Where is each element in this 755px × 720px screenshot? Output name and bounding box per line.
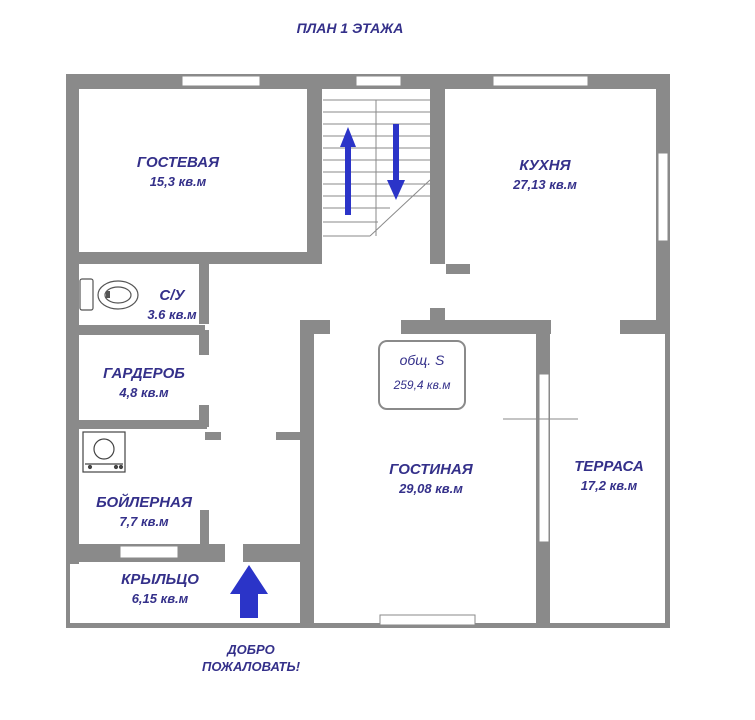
room-label-wardrobe: ГАРДЕРОБ 4,8 кв.м — [103, 364, 185, 402]
total-area-box: общ. S 259,4 кв.м — [378, 340, 466, 410]
room-name: ГАРДЕРОБ — [103, 365, 185, 382]
stair-up-arrow-icon — [340, 127, 356, 215]
room-area: 17,2 кв.м — [580, 478, 638, 493]
windows — [119, 75, 669, 626]
room-label-boiler: БОЙЛЕРНАЯ 7,7 кв.м — [96, 493, 192, 531]
room-area: 27,13 кв.м — [513, 177, 577, 192]
total-area-label: общ. S — [399, 352, 445, 368]
room-name: С/У — [159, 287, 185, 304]
room-area: 4,8 кв.м — [119, 385, 169, 400]
room-name: КУХНЯ — [519, 157, 571, 174]
room-name: ГОСТЕВАЯ — [136, 154, 220, 171]
room-name: ТЕРРАСА — [574, 458, 644, 475]
welcome-text: ДОБРО ПОЖАЛОВАТЬ! — [202, 641, 300, 675]
room-label-terrace: ТЕРРАСА 17,2 кв.м — [574, 457, 644, 495]
room-name: ГОСТИНАЯ — [389, 461, 473, 478]
room-label-porch: КРЫЛЬЦО 6,15 кв.м — [121, 570, 199, 608]
welcome-line-2: ПОЖАЛОВАТЬ! — [201, 659, 301, 674]
total-area-value: 259,4 кв.м — [393, 378, 451, 392]
room-label-bathroom: С/У 3.6 кв.м — [147, 286, 196, 324]
room-area: 3.6 кв.м — [147, 307, 197, 322]
room-label-guest: ГОСТЕВАЯ 15,3 кв.м — [137, 153, 219, 191]
welcome-line-1: ДОБРО — [227, 642, 275, 657]
toilet-icon — [79, 278, 139, 311]
room-label-kitchen: КУХНЯ 27,13 кв.м — [513, 156, 577, 194]
room-name: БОЙЛЕРНАЯ — [96, 494, 192, 511]
entrance-arrow-icon — [230, 565, 268, 618]
stairs — [323, 99, 431, 237]
stair-down-arrow-icon — [387, 124, 405, 200]
room-name: КРЫЛЬЦО — [121, 571, 199, 588]
room-area: 29,08 кв.м — [399, 481, 463, 496]
room-area: 15,3 кв.м — [149, 174, 207, 189]
plan-title: ПЛАН 1 ЭТАЖА — [296, 20, 404, 36]
boiler-icon — [82, 431, 126, 473]
room-label-living: ГОСТИНАЯ 29,08 кв.м — [389, 460, 473, 498]
room-area: 7,7 кв.м — [119, 514, 169, 529]
room-area: 6,15 кв.м — [131, 591, 189, 606]
